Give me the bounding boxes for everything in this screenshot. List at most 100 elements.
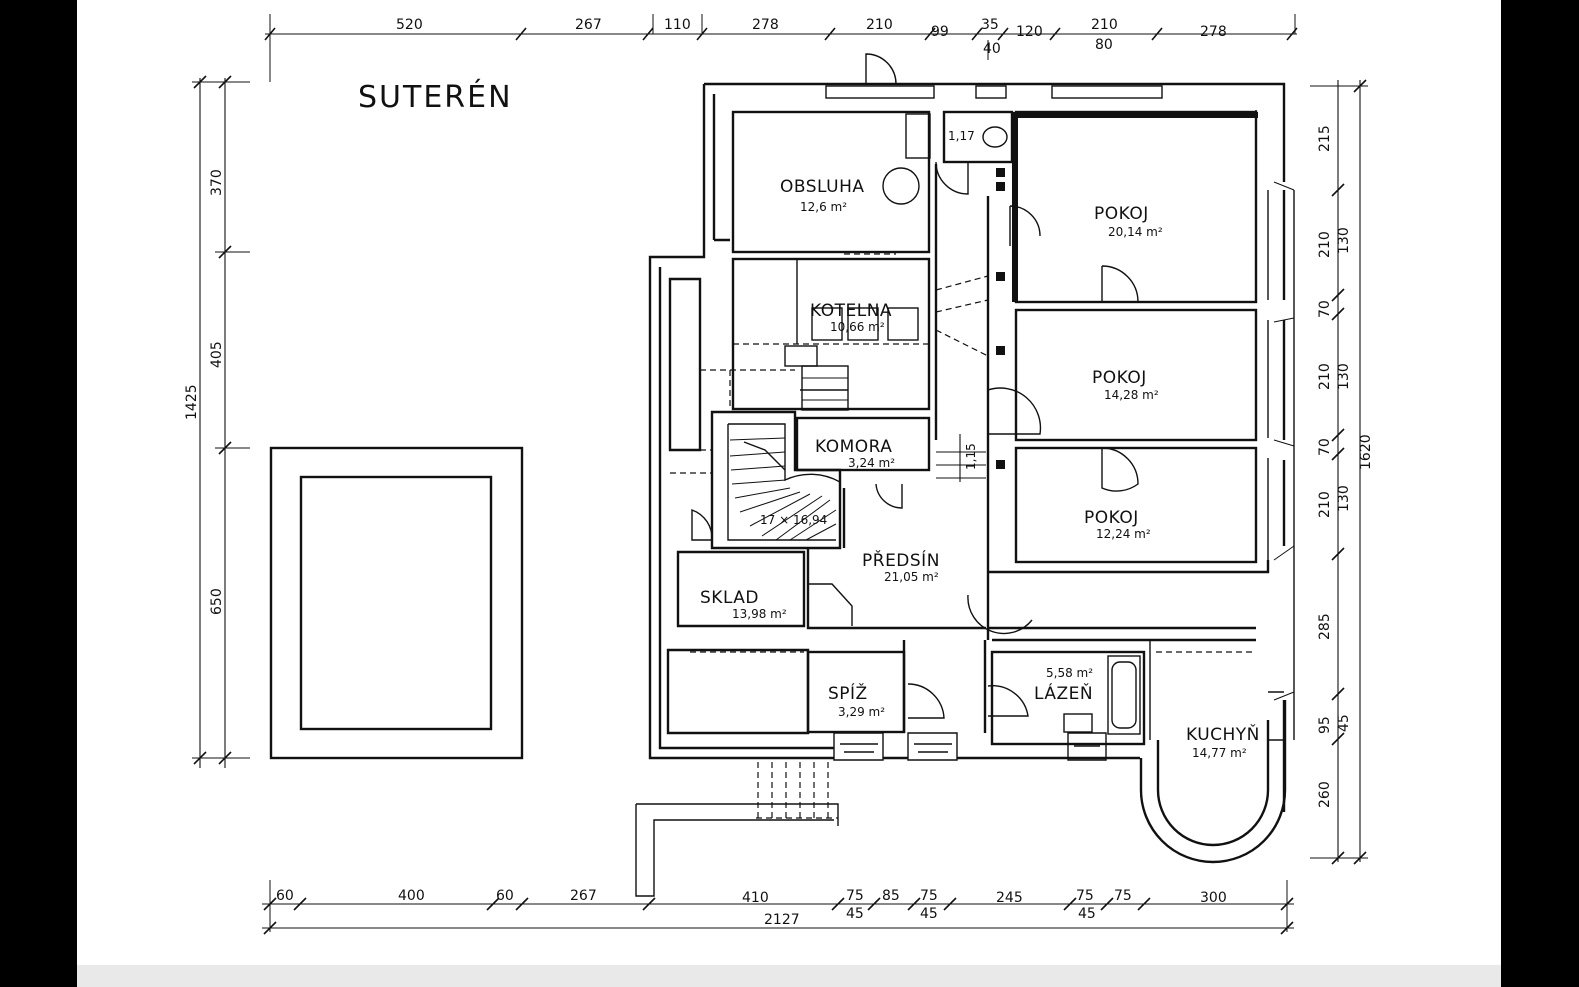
room-lazen: LÁZEŇ 5,58 m² <box>987 650 1146 746</box>
dim-right-1: 210 <box>1317 231 1333 258</box>
room-obsluha: OBSLUHA 12,6 m² <box>731 110 931 254</box>
dim-bottom-5: 75 <box>846 888 864 904</box>
dim-right-5: 210 <box>1317 491 1333 518</box>
room-spiz: SPÍŽ 3,29 m² <box>806 627 987 734</box>
dim-top-2: 110 <box>664 17 691 33</box>
dim-top-9: 278 <box>1200 24 1227 40</box>
entrance-stairs <box>635 762 839 897</box>
dimension-bottom: 60 400 60 267 410 75 85 75 245 75 75 300… <box>262 880 1294 935</box>
stairs-area: 17 × 16,94 <box>760 513 827 527</box>
dimension-top: 520 267 110 278 210 99 35 120 210 278 40… <box>264 14 1298 82</box>
dim-top-8: 210 <box>1091 17 1118 33</box>
dim-left-0: 370 <box>209 169 225 196</box>
dim-bottom-9: 75 <box>1076 888 1094 904</box>
dimension-left: 370 405 650 1425 <box>184 75 250 768</box>
dim-bottom-0: 60 <box>276 888 294 904</box>
dim-top-4: 210 <box>866 17 893 33</box>
outbuilding <box>269 446 524 760</box>
dim-right-2: 70 <box>1317 300 1333 318</box>
pokoj3-area: 12,24 m² <box>1096 527 1151 541</box>
dim-bottom-1: 400 <box>398 888 425 904</box>
room-predsin: PŘEDSÍN 21,05 m² <box>806 483 1033 635</box>
dim-top-sub-1: 80 <box>1095 37 1113 53</box>
dim-top-6: 35 <box>981 17 999 33</box>
south-corridor <box>988 560 1270 740</box>
room-kotelna: KOTELNA 10,66 m² <box>731 253 931 411</box>
kotelna-area: 10,66 m² <box>830 320 885 334</box>
dim-bottom-2: 60 <box>496 888 514 904</box>
dim-right-8: 260 <box>1317 781 1333 808</box>
predsin-name: PŘEDSÍN <box>862 549 940 571</box>
room-pokoj-3: POKOJ 12,24 m² <box>1014 446 1258 564</box>
pokoj3-name: POKOJ <box>1084 508 1139 528</box>
dim-bottom-sub-0: 45 <box>846 906 864 922</box>
dim-right-4: 70 <box>1317 438 1333 456</box>
dim-bottom-sub-1: 45 <box>920 906 938 922</box>
dim-right-sub-2: 130 <box>1336 485 1352 512</box>
dim-bottom-3: 267 <box>570 888 597 904</box>
dim-right-total: 1620 <box>1358 434 1374 470</box>
room-pokoj-2: POKOJ 14,28 m² <box>987 308 1258 442</box>
dim-top-1: 267 <box>575 17 602 33</box>
room-sklad: SKLAD 13,98 m² <box>666 550 810 735</box>
sheet-bottom-strip <box>77 965 1501 987</box>
bottom-niches <box>833 732 1107 761</box>
lazen-name: LÁZEŇ <box>1034 682 1093 704</box>
small-dim: 1,15 <box>964 443 978 470</box>
pokoj2-area: 14,28 m² <box>1104 388 1159 402</box>
dim-top-7: 120 <box>1016 24 1043 40</box>
kuchyn-area: 14,77 m² <box>1192 746 1247 760</box>
dim-top-3: 278 <box>752 17 779 33</box>
dim-bottom-6: 85 <box>882 888 900 904</box>
sklad-area: 13,98 m² <box>732 607 787 621</box>
dim-right-0: 215 <box>1317 125 1333 152</box>
corridor <box>934 164 1005 640</box>
lazen-area: 5,58 m² <box>1046 666 1093 680</box>
obsluha-name: OBSLUHA <box>780 177 865 197</box>
dim-right-7: 95 <box>1317 716 1333 734</box>
dim-bottom-10: 75 <box>1114 888 1132 904</box>
kuchyn-name: KUCHYŇ <box>1186 723 1260 745</box>
dim-bottom-total: 2127 <box>764 912 800 928</box>
dim-left-1: 405 <box>209 341 225 368</box>
spiz-name: SPÍŽ <box>828 682 868 704</box>
dim-top-5: 99 <box>931 24 949 40</box>
dim-left-2: 650 <box>209 588 225 615</box>
dim-right-6: 285 <box>1317 613 1333 640</box>
room-komora: KOMORA 3,24 m² 1,15 <box>795 416 986 482</box>
komora-area: 3,24 m² <box>848 456 895 470</box>
door-sklad-west <box>691 509 713 541</box>
kotelna-name: KOTELNA <box>810 301 892 321</box>
predsin-area: 21,05 m² <box>884 570 939 584</box>
room-pokoj-1: POKOJ 20,14 m² <box>1009 110 1258 304</box>
door-north <box>865 53 897 85</box>
dim-top-sub-0: 40 <box>983 41 1001 57</box>
dim-right-sub-1: 130 <box>1336 363 1352 390</box>
west-strip <box>668 277 795 474</box>
dim-right-sub-3: 45 <box>1336 714 1352 732</box>
dim-right-3: 210 <box>1317 363 1333 390</box>
staircase: 17 × 16,94 <box>710 410 842 550</box>
dim-bottom-sub-2: 45 <box>1078 906 1096 922</box>
spiz-area: 3,29 m² <box>838 705 885 719</box>
dim-left-total: 1425 <box>184 384 200 420</box>
dim-bottom-8: 245 <box>996 890 1023 906</box>
wc-area: 1,17 <box>948 129 975 143</box>
pokoj1-name: POKOJ <box>1094 204 1149 224</box>
dim-bottom-7: 75 <box>920 888 938 904</box>
dimension-right: 215 210 70 210 70 210 285 95 260 130 130… <box>1310 79 1374 865</box>
dim-top-0: 520 <box>396 17 423 33</box>
top-windows <box>825 85 1163 99</box>
sklad-name: SKLAD <box>700 588 759 608</box>
dim-bottom-11: 300 <box>1200 890 1227 906</box>
dim-right-sub-0: 130 <box>1336 227 1352 254</box>
komora-name: KOMORA <box>815 437 892 457</box>
plan-title: SUTERÉN <box>358 79 513 115</box>
pokoj1-area: 20,14 m² <box>1108 225 1163 239</box>
room-kuchyn: KUCHYŇ 14,77 m² <box>1186 691 1284 760</box>
drawing-sheet <box>77 0 1501 987</box>
obsluha-area: 12,6 m² <box>800 200 847 214</box>
dim-bottom-4: 410 <box>742 890 769 906</box>
room-wc: 1,17 <box>935 110 1014 195</box>
